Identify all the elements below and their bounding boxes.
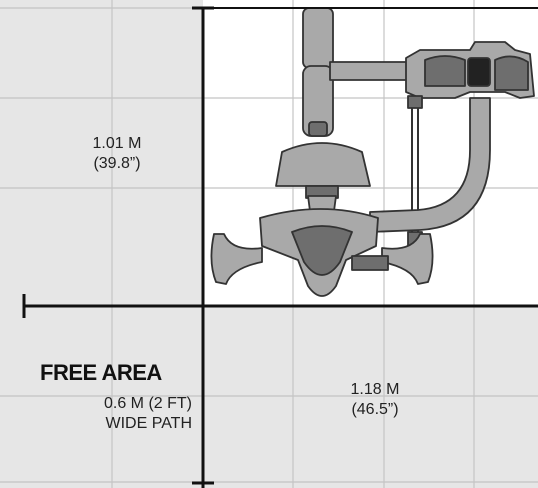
dimension-lower-right-imperial: (46.5”) [351,401,399,418]
dental-chair-top-view [210,7,535,297]
dimension-lower-right: 1.18 M (46.5”) [320,380,430,420]
dimension-upper-left: 1.01 M (39.8”) [62,134,172,174]
free-area-upper-left [0,0,203,306]
free-area-line1: 0.6 M (2 FT) [103,395,192,412]
dimension-upper-left-value: 1.01 M [92,135,142,152]
free-area-description: 0.6 M (2 FT) WIDE PATH [20,394,192,434]
dimension-upper-left-imperial: (39.8”) [93,155,141,172]
area-boundaries [22,6,538,488]
free-area-title: FREE AREA [40,360,162,385]
dimension-lower-right-value: 1.18 M [350,381,400,398]
free-area-line2: WIDE PATH [105,415,192,432]
free-area-lower [0,306,538,488]
